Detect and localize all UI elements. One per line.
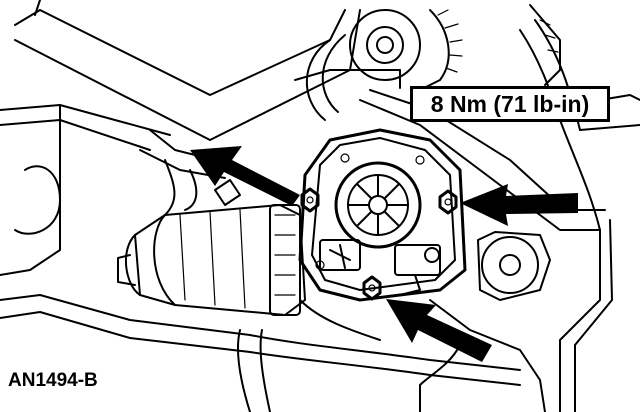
bolt-left	[300, 187, 320, 213]
arrow-upper-left	[190, 146, 300, 206]
figure-id-label: AN1494-B	[8, 370, 98, 391]
upper-pulley	[349, 4, 561, 91]
bolt-right	[438, 189, 458, 215]
torque-spec-label: 8 Nm (71 lb-in)	[410, 86, 610, 122]
callout-arrows	[190, 146, 578, 362]
arrow-right	[460, 184, 578, 226]
window-motor	[117, 128, 467, 316]
bolt-bottom	[362, 275, 382, 301]
lower-pulley	[477, 231, 551, 301]
arrow-lower-right	[386, 299, 492, 362]
mounting-bolts	[300, 187, 458, 301]
